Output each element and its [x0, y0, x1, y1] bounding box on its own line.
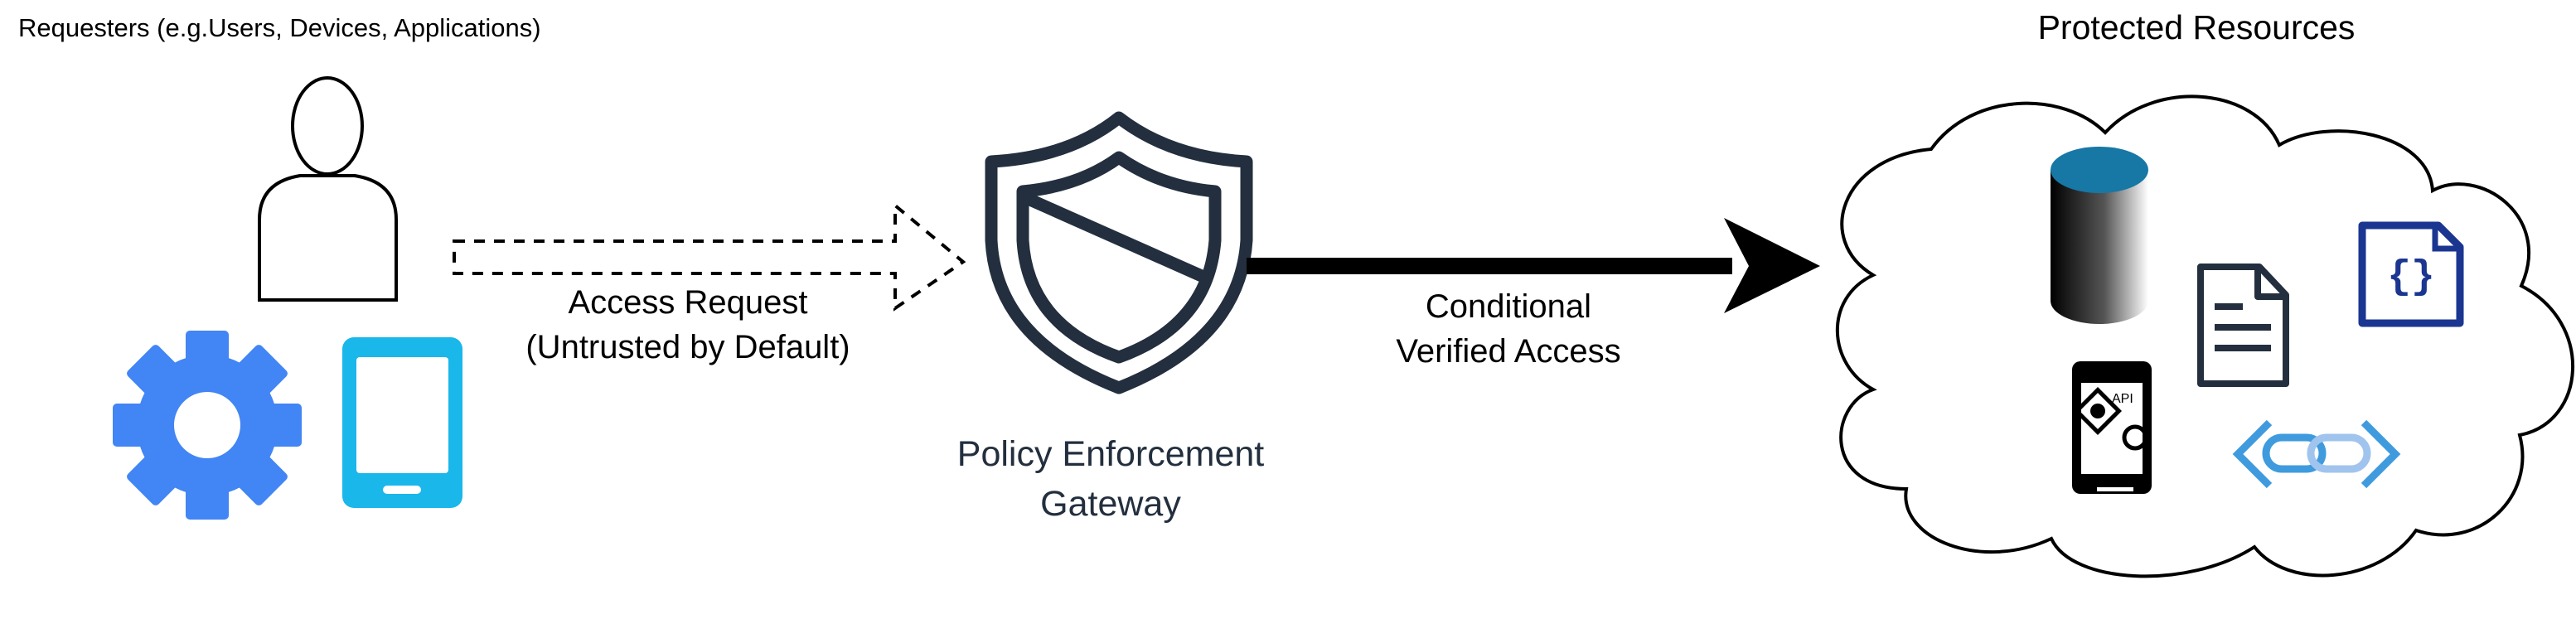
resources-title: Protected Resources: [2037, 8, 2356, 46]
svg-text:{}: {}: [2387, 255, 2435, 300]
verified-arrow: [1247, 218, 1820, 313]
verified-access-line2: Verified Access: [1396, 333, 1621, 370]
database-icon: [2051, 147, 2148, 324]
svg-text:API: API: [2112, 392, 2133, 406]
verified-access-line1: Conditional: [1425, 288, 1592, 325]
access-request-line2: (Untrusted by Default): [525, 329, 850, 365]
access-request-label: Access Request (Untrusted by Default): [472, 280, 903, 370]
shield-icon: [985, 111, 1253, 394]
requesters-title: Requesters (e.g.Users, Devices, Applicat…: [18, 13, 541, 42]
user-icon: [258, 76, 398, 302]
verified-access-label: Conditional Verified Access: [1293, 284, 1724, 374]
link-icon: [2232, 419, 2401, 489]
gateway-label: Policy Enforcement Gateway: [870, 429, 1351, 529]
json-file-icon: {}: [2358, 221, 2464, 327]
gear-icon: [113, 331, 302, 520]
api-icon: API: [2072, 361, 2152, 494]
cloud-shape: [1835, 94, 2574, 578]
untrusted-arrow: [453, 201, 966, 312]
mobile-phone-icon: [342, 337, 462, 508]
gateway-line2: Gateway: [1040, 484, 1181, 524]
document-icon: [2197, 264, 2289, 387]
gateway-line1: Policy Enforcement: [956, 434, 1265, 474]
access-request-line1: Access Request: [568, 284, 808, 321]
